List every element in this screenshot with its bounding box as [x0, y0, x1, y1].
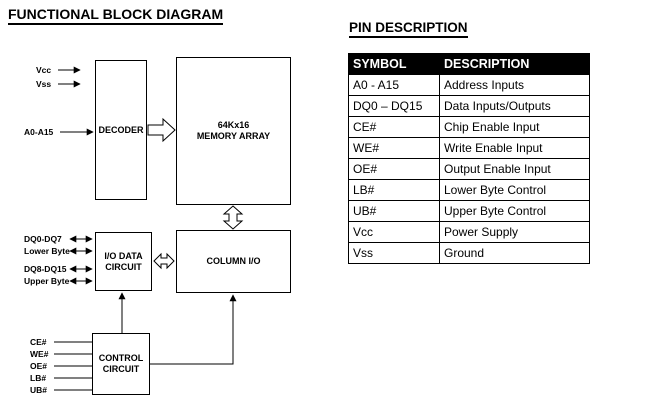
decoder-to-memory-arrow-icon: [147, 117, 176, 143]
pin-description: Output Enable Input: [439, 158, 590, 180]
pin-symbol: CE#: [348, 116, 440, 138]
control-circuit-label-line1: CONTROL: [98, 353, 144, 363]
pin-description: Ground: [439, 242, 590, 264]
memory-array-block: 64Kx16 MEMORY ARRAY: [176, 57, 291, 205]
dq-upper-label-line1: DQ8-DQ15: [24, 264, 67, 274]
memory-array-label-line1: 64Kx16: [217, 120, 250, 130]
ub-label: UB#: [30, 385, 48, 395]
io-data-circuit-label-line2: CIRCUIT: [105, 261, 142, 272]
table-row: CE# Chip Enable Input: [348, 116, 590, 138]
table-row: Vcc Power Supply: [348, 221, 590, 243]
table-header-row: SYMBOL DESCRIPTION: [348, 53, 590, 75]
decoder-block: DECODER: [95, 60, 147, 200]
pin-symbol: UB#: [348, 200, 440, 222]
lb-label: LB#: [30, 373, 47, 383]
pin-description-title: PIN DESCRIPTION: [349, 20, 468, 38]
symbol-column-header: SYMBOL: [348, 53, 440, 75]
dq-upper-label: DQ8-DQ15 Upper Byte: [24, 263, 69, 287]
dq-lower-label-line1: DQ0-DQ7: [24, 234, 62, 244]
pin-symbol: WE#: [348, 137, 440, 159]
pin-symbol: A0 - A15: [348, 74, 440, 96]
vcc-label: Vcc: [36, 65, 52, 75]
memory-array-label-line2: MEMORY ARRAY: [196, 131, 271, 141]
pin-description: Upper Byte Control: [439, 200, 590, 222]
pin-description: Power Supply: [439, 221, 590, 243]
table-row: A0 - A15 Address Inputs: [348, 74, 590, 96]
functional-block-diagram-title: FUNCTIONAL BLOCK DIAGRAM: [8, 6, 224, 25]
table-row: Vss Ground: [348, 242, 590, 264]
pin-symbol: Vss: [348, 242, 440, 264]
pin-symbol: DQ0 – DQ15: [348, 95, 440, 117]
pin-description: Address Inputs: [439, 74, 590, 96]
address-label: A0-A15: [24, 127, 54, 137]
pin-description: Data Inputs/Outputs: [439, 95, 590, 117]
pin-description-table: SYMBOL DESCRIPTION A0 - A15 Address Inpu…: [348, 53, 590, 264]
control-circuit-block: CONTROL CIRCUIT: [92, 333, 150, 395]
pin-symbol: Vcc: [348, 221, 440, 243]
dq-lower-label: DQ0-DQ7 Lower Byte: [24, 233, 70, 257]
table-row: DQ0 – DQ15 Data Inputs/Outputs: [348, 95, 590, 117]
pin-description: Chip Enable Input: [439, 116, 590, 138]
ce-label: CE#: [30, 337, 47, 347]
vss-label: Vss: [36, 79, 52, 89]
pin-symbol: OE#: [348, 158, 440, 180]
decoder-label: DECODER: [98, 124, 144, 135]
pin-symbol: LB#: [348, 179, 440, 201]
column-io-label: COLUMN I/O: [206, 256, 261, 266]
table-row: OE# Output Enable Input: [348, 158, 590, 180]
memory-to-column-double-arrow-icon: [222, 205, 244, 230]
pin-description: Write Enable Input: [439, 137, 590, 159]
table-row: LB# Lower Byte Control: [348, 179, 590, 201]
description-column-header: DESCRIPTION: [439, 53, 590, 75]
control-circuit-label-line2: CIRCUIT: [102, 364, 140, 374]
column-io-block: COLUMN I/O: [176, 230, 291, 293]
pin-description: Lower Byte Control: [439, 179, 590, 201]
io-data-circuit-block: I/O DATA CIRCUIT: [95, 232, 152, 291]
io-to-column-double-arrow-icon: [153, 252, 175, 270]
dq-lower-label-line2: Lower Byte: [24, 246, 70, 256]
dq-upper-label-line2: Upper Byte: [24, 276, 70, 286]
we-label: WE#: [30, 349, 49, 359]
table-row: WE# Write Enable Input: [348, 137, 590, 159]
io-data-circuit-label-line1: I/O DATA: [104, 250, 143, 261]
table-row: UB# Upper Byte Control: [348, 200, 590, 222]
control-to-column-arrow-icon: [150, 294, 237, 365]
oe-label: OE#: [30, 361, 48, 371]
